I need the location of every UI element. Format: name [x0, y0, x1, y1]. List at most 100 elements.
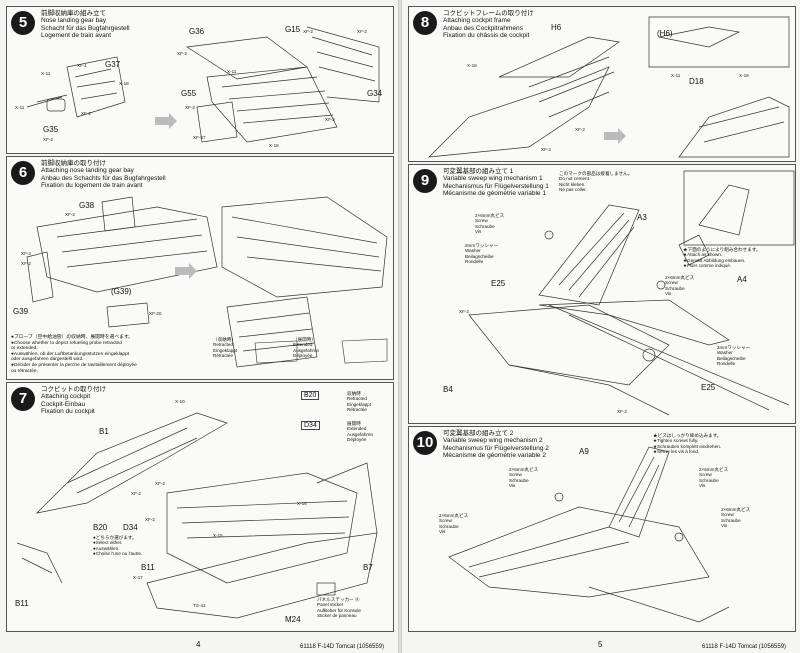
tighten-note: ★ビスはしっかり締め込みます。★Tighten screws fully.★Sc…	[653, 433, 722, 455]
part-G55: G55	[181, 89, 197, 98]
paint-X-17: X-17	[133, 575, 143, 580]
step-number: 10	[413, 431, 437, 455]
part-G15: G15	[285, 25, 301, 34]
choose-note: ●どちらか選びます。●Select either.●Auswählen.●Cho…	[93, 535, 143, 557]
gear-bay-attach-illustration	[26, 196, 388, 368]
paint-XF-2: XF-2	[177, 51, 187, 56]
no-cement-warning: このマークの部品は接着しません。Do not cement.Nicht kleb…	[559, 171, 633, 193]
part-A4: A4	[737, 275, 747, 284]
page-number-left: 4	[196, 640, 201, 649]
paint-TS-42: TS-42	[193, 603, 206, 608]
paint-XF-2: XF-2	[131, 491, 141, 496]
part-A3: A3	[637, 213, 647, 222]
step-number: 7	[11, 387, 35, 411]
spine	[398, 0, 402, 653]
probe-note: ●プローブ（空中給油管）の収納時、展開時を選べます。●Choose whethe…	[11, 335, 137, 374]
paint-X-16: X-16	[297, 501, 307, 506]
paint-XF-2: XF-2	[65, 212, 75, 217]
attach-note: ★下面のようにより組み合わせます。★Attach as shown.★Gemäß…	[683, 247, 761, 269]
paint-X-11: X-11	[227, 69, 237, 74]
wing-mechanism-2-illustration	[448, 446, 730, 623]
paint-X-11: X-11	[15, 105, 25, 110]
paint-X-18: X-18	[739, 73, 749, 78]
step-number: 9	[413, 169, 437, 193]
paint-XF-2: XF-2	[21, 251, 31, 256]
paint-XF-2: XF-2	[81, 111, 91, 116]
paint-XF-2: XF-2	[303, 29, 313, 34]
left-product-code: 61118 F-14D Tomcat (1056559)	[300, 644, 385, 650]
paint-XF-2: XF-2	[21, 261, 31, 266]
part-B7: B7	[363, 563, 373, 572]
paint-XF-1: XF-1	[77, 63, 87, 68]
part-B11-2: B11	[15, 599, 29, 608]
paint-X-18: X-18	[269, 143, 279, 148]
part-B1: B1	[99, 427, 109, 436]
part-D18: D18	[689, 77, 704, 86]
paint-XF-2: XF-2	[459, 309, 469, 314]
paint-X-11: X-11	[41, 71, 51, 76]
paint-XF-2: XF-2	[325, 117, 335, 122]
paint-XF-2: XF-2	[185, 105, 195, 110]
paint-XF-20: XF-20	[149, 311, 162, 316]
page-number-right: 5	[598, 640, 603, 649]
paint-XF-2: XF-2	[145, 517, 155, 522]
step-number: 5	[11, 11, 35, 35]
part-B4: B4	[443, 385, 453, 394]
part-G34: G34	[367, 89, 383, 98]
part-G39: G39	[13, 307, 29, 316]
part-G39-alt: (G39)	[111, 287, 132, 296]
wing-mechanism-1-illustration	[468, 170, 795, 416]
probe-thumbnails	[254, 338, 388, 364]
paint-X-10: X-10	[175, 399, 185, 404]
paint-XF-2: XF-2	[155, 481, 165, 486]
part-G38: G38	[79, 201, 95, 210]
part-A9: A9	[579, 447, 589, 456]
paint-XF-2: XF-2	[357, 29, 367, 34]
paint-XF-2: XF-2	[617, 409, 627, 414]
paint-X-15: X-15	[213, 533, 223, 538]
paint-XF-2: XF-2	[43, 137, 53, 142]
nose-gear-bay-illustration	[26, 26, 380, 143]
step-number: 6	[11, 161, 35, 185]
part-D34: D34	[123, 523, 138, 532]
paint-XF-2: XF-2	[541, 147, 551, 152]
paint-X-18: X-18	[467, 63, 477, 68]
part-G35: G35	[43, 125, 59, 134]
right-product-code: 61118 F-14D Tomcat (1056559)	[702, 644, 787, 650]
part-G37: G37	[105, 60, 121, 69]
paint-XF-57: XF-57	[193, 135, 206, 140]
part-E25: E25	[491, 279, 506, 288]
paint-X-18: X-18	[119, 81, 129, 86]
step-number: 8	[413, 11, 437, 35]
option-box-B20: B20	[301, 391, 320, 400]
part-G36: G36	[189, 27, 205, 36]
cockpit-frame-illustration	[428, 16, 790, 158]
paint-XF-2: XF-2	[575, 127, 585, 132]
part-H6-detail: (H6)	[657, 29, 673, 38]
cockpit-attach-illustration	[16, 412, 378, 619]
